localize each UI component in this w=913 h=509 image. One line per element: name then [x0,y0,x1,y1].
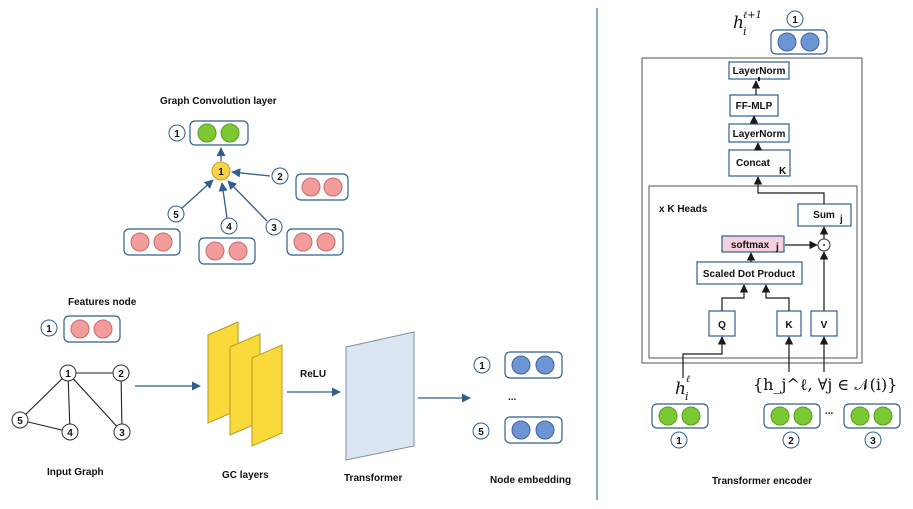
concat-label: Concat [736,158,771,169]
gcl-edge-5 [180,179,214,210]
gcl-neighbor-5: 5 [167,205,185,223]
arrow-q-to-sdp [721,284,749,311]
heads-label: x K Heads [659,204,708,215]
svg-text:1: 1 [46,324,52,335]
input-h: h [675,379,686,399]
softmax-sub: j [775,242,779,253]
features-title: Features node [68,297,137,308]
heads-box [648,185,858,359]
graph-node-3: 3 [119,428,125,439]
input-ellipsis: ... [825,406,834,417]
gcl-center-node [211,161,231,181]
input-graph-label: Input Graph [47,467,104,478]
output-h-sub: i [743,25,747,38]
output-h: h [733,13,744,33]
input-vector-2: 2 [763,403,821,449]
input-vector-1: 1 [651,403,709,449]
graph-node-1: 1 [65,369,71,380]
arrow-sum-to-concat [753,176,825,204]
embedding-ellipsis: ... [508,392,517,403]
neighborhood-math: {h_j^ℓ, ∀j ∈ 𝒩(i)} [753,375,897,394]
layernorm-mid: LayerNorm [733,129,786,140]
embedding-5: 5 [472,416,563,444]
features-node: 1 [40,315,121,343]
svg-text:5: 5 [478,427,484,438]
svg-text:4: 4 [226,222,232,233]
ffmlp-label: FF-MLP [736,101,773,112]
svg-text:5: 5 [173,210,179,221]
softmax-box [721,235,785,253]
gcl-output: 1 [168,120,249,146]
svg-text:2: 2 [788,436,794,447]
sdp-label: Scaled Dot Product [703,269,796,280]
gc-layers [207,321,283,447]
transformer-block [345,331,415,461]
input-vector-3: 3 [843,403,901,449]
gcl-neighbor-3: 3 [265,218,283,236]
encoder-label: Transformer encoder [712,476,812,487]
svg-text:1: 1 [792,15,798,26]
gcl-edge-3 [227,180,268,222]
transformer-label: Transformer [344,473,402,484]
svg-text:3: 3 [271,223,277,234]
gc-layers-label: GC layers [222,470,269,481]
gcl-edge-2 [231,168,271,178]
node-embedding-label: Node embedding [490,475,571,486]
svg-text:3: 3 [870,436,876,447]
gcl-vector-4 [198,237,256,265]
k-box [776,310,802,337]
relu-label: ReLU [300,369,326,380]
sum-label: Sum [813,210,835,221]
layernorm-top: LayerNorm [733,66,786,77]
v-label: V [821,320,828,331]
input-h-sub: i [685,390,689,403]
sum-sub: j [839,214,843,225]
k-label: K [785,320,793,331]
q-box [708,310,736,337]
graph-node-5: 5 [17,416,23,427]
gcl-vector-5 [123,228,181,256]
gcl-title: Graph Convolution layer [160,96,277,107]
embedding-1: 1 [473,351,563,379]
gcl-neighbor-2: 2 [271,167,289,185]
output-vector: 1 [770,10,828,55]
svg-text:2: 2 [277,172,283,183]
output-h-sup: ℓ+1 [743,10,762,21]
encoder-outer-box [641,57,863,364]
graph-node-4: 4 [67,428,73,439]
q-label: Q [718,320,726,331]
graph-node-2: 2 [118,369,124,380]
gcl-neighbor-4: 4 [220,217,238,235]
gcl-edge-4 [218,182,228,219]
sdp-box [696,261,803,285]
svg-text:1: 1 [676,436,682,447]
input-h-sup: ℓ [686,374,690,385]
gcl-vector-3 [286,228,344,256]
gcl-output-num: 1 [174,129,180,140]
multiply-dot [823,244,825,246]
arrow-hi-to-q [682,336,727,378]
gcl-vector-2 [295,173,349,201]
concat-box [728,149,791,177]
v-box [810,310,838,337]
input-graph [11,364,131,441]
concat-sub: K [779,166,787,177]
svg-text:1: 1 [479,361,485,372]
layernorm-mid-box [728,123,790,143]
softmax-label: softmax [731,240,770,251]
gcl-center-num: 1 [218,167,224,178]
arrow-k-to-sdp [761,284,790,311]
